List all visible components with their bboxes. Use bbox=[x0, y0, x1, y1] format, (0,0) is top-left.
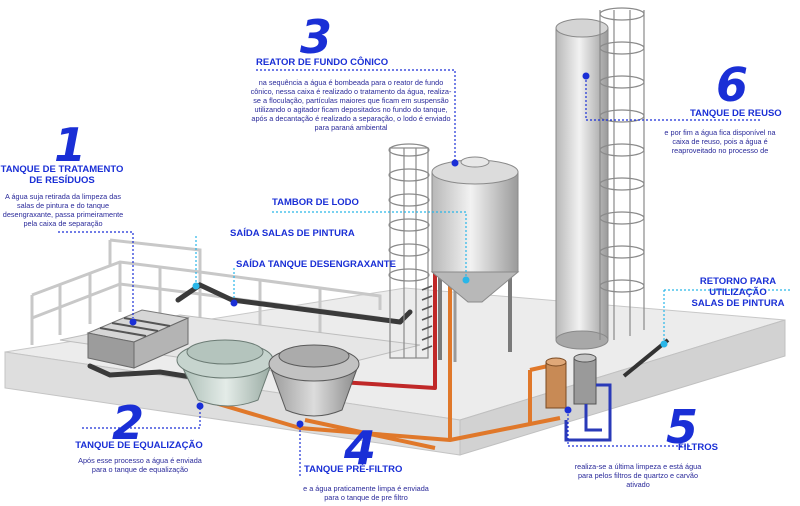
step-1-desc-line1: A água suja retirada da limpeza das bbox=[4, 192, 121, 201]
step-6-desc-line2: caixa de reuso, pois a água é bbox=[672, 137, 768, 146]
step-5-desc-line3: ativado bbox=[626, 480, 650, 489]
step-4-desc-line2: para o tanque de pre filtro bbox=[324, 493, 408, 502]
step-1-title-line2: DE RESÍDUOS bbox=[29, 175, 95, 186]
step-2-description: Após esse processo a água é enviada para… bbox=[60, 456, 220, 474]
step-5-number: 5 bbox=[666, 400, 699, 454]
step-5-title: FILTROS bbox=[678, 442, 718, 453]
step-3-desc-line4: utilizando o agitador ficam depositados … bbox=[254, 105, 448, 114]
step-2-desc-line1: Após esse processo a água é enviada bbox=[78, 456, 202, 465]
step-2-desc-line2: para o tanque de equalização bbox=[91, 465, 189, 474]
step-6-description: e por fim a água fica disponível na caix… bbox=[650, 128, 790, 155]
step-6-number: 6 bbox=[716, 58, 749, 112]
step-3-number: 3 bbox=[300, 10, 333, 64]
step-1-title-line1: TANQUE DE TRATAMENTO bbox=[0, 164, 124, 175]
step-6-title: TANQUE DE REUSO bbox=[690, 108, 782, 119]
pre-filter-tank bbox=[268, 344, 360, 417]
step-4-description: e a água praticamente limpa é enviada pa… bbox=[276, 484, 456, 502]
ladder-rungs bbox=[421, 285, 433, 351]
step-3-desc-line3: se a floculação, partículas maiores que … bbox=[253, 96, 449, 105]
silo-ladder bbox=[599, 7, 645, 340]
return-label-line1: RETORNO PARA UTILIZAÇÃO bbox=[699, 276, 777, 298]
step-3-desc-line1: na sequência a água é bombeada para o re… bbox=[258, 78, 444, 87]
degreasing-tank-outlet-label: SAÍDA TANQUE DESENGRAXANTE bbox=[236, 259, 396, 270]
step-3-desc-line2: cônico, nessa caixa é realizado o tratam… bbox=[250, 87, 452, 96]
step-1-desc-line3: desengraxante, passa primeiramente bbox=[2, 210, 124, 219]
step-4-desc-line1: e a água praticamente limpa é enviada bbox=[303, 484, 429, 493]
step-3-title: REATOR DE FUNDO CÔNICO bbox=[256, 57, 389, 68]
step-5-desc-line2: para pelos filtros de quartzo e carvão bbox=[577, 471, 699, 480]
return-paint-rooms-label: RETORNO PARA UTILIZAÇÃO SALAS DE PINTURA bbox=[676, 276, 800, 309]
return-label-line2: SALAS DE PINTURA bbox=[691, 298, 785, 309]
safety-railing bbox=[30, 238, 382, 345]
step-1-number: 1 bbox=[54, 118, 87, 172]
step-1-desc-line4: pela caixa de separação bbox=[23, 219, 103, 228]
step-5-description: realiza-se a última limpeza e está água … bbox=[548, 462, 728, 489]
step-1-desc-line2: salas de pintura e do tanque bbox=[16, 201, 110, 210]
step-1-description: A água suja retirada da limpeza das sala… bbox=[0, 192, 126, 228]
leader-lines bbox=[58, 69, 790, 476]
return-pipe bbox=[622, 338, 670, 378]
leader-dots bbox=[129, 72, 668, 428]
step-4-number: 4 bbox=[344, 421, 377, 475]
drain-pipes bbox=[87, 282, 413, 383]
step-3-desc-line5: após a decantação é realizado a separaçã… bbox=[251, 114, 451, 123]
reactor-ladder-tower bbox=[388, 143, 430, 359]
paint-rooms-outlet-label: SAÍDA SALAS DE PINTURA bbox=[230, 228, 355, 239]
step-2-number: 2 bbox=[112, 396, 145, 450]
step-4-title: TANQUE PRÉ-FILTRO bbox=[304, 464, 403, 475]
sludge-drum-label: TAMBOR DE LODO bbox=[272, 197, 359, 208]
step-2-title: TANQUE DE EQUALIZAÇÃO bbox=[75, 440, 203, 451]
step-3-description: na sequência a água é bombeada para o re… bbox=[244, 78, 458, 132]
step-6-desc-line3: reaproveitado no processo de bbox=[671, 146, 769, 155]
step-3-desc-line6: para paraná ambiental bbox=[314, 123, 388, 132]
step-1-title: TANQUE DE TRATAMENTO DE RESÍDUOS bbox=[0, 164, 124, 186]
filter-units bbox=[545, 353, 612, 442]
step-5-desc-line1: realiza-se a última limpeza e está água bbox=[574, 462, 702, 471]
equalization-tank bbox=[176, 339, 274, 407]
reuse-silo bbox=[555, 18, 609, 350]
step-6-desc-line1: e por fim a água fica disponível na bbox=[664, 128, 776, 137]
